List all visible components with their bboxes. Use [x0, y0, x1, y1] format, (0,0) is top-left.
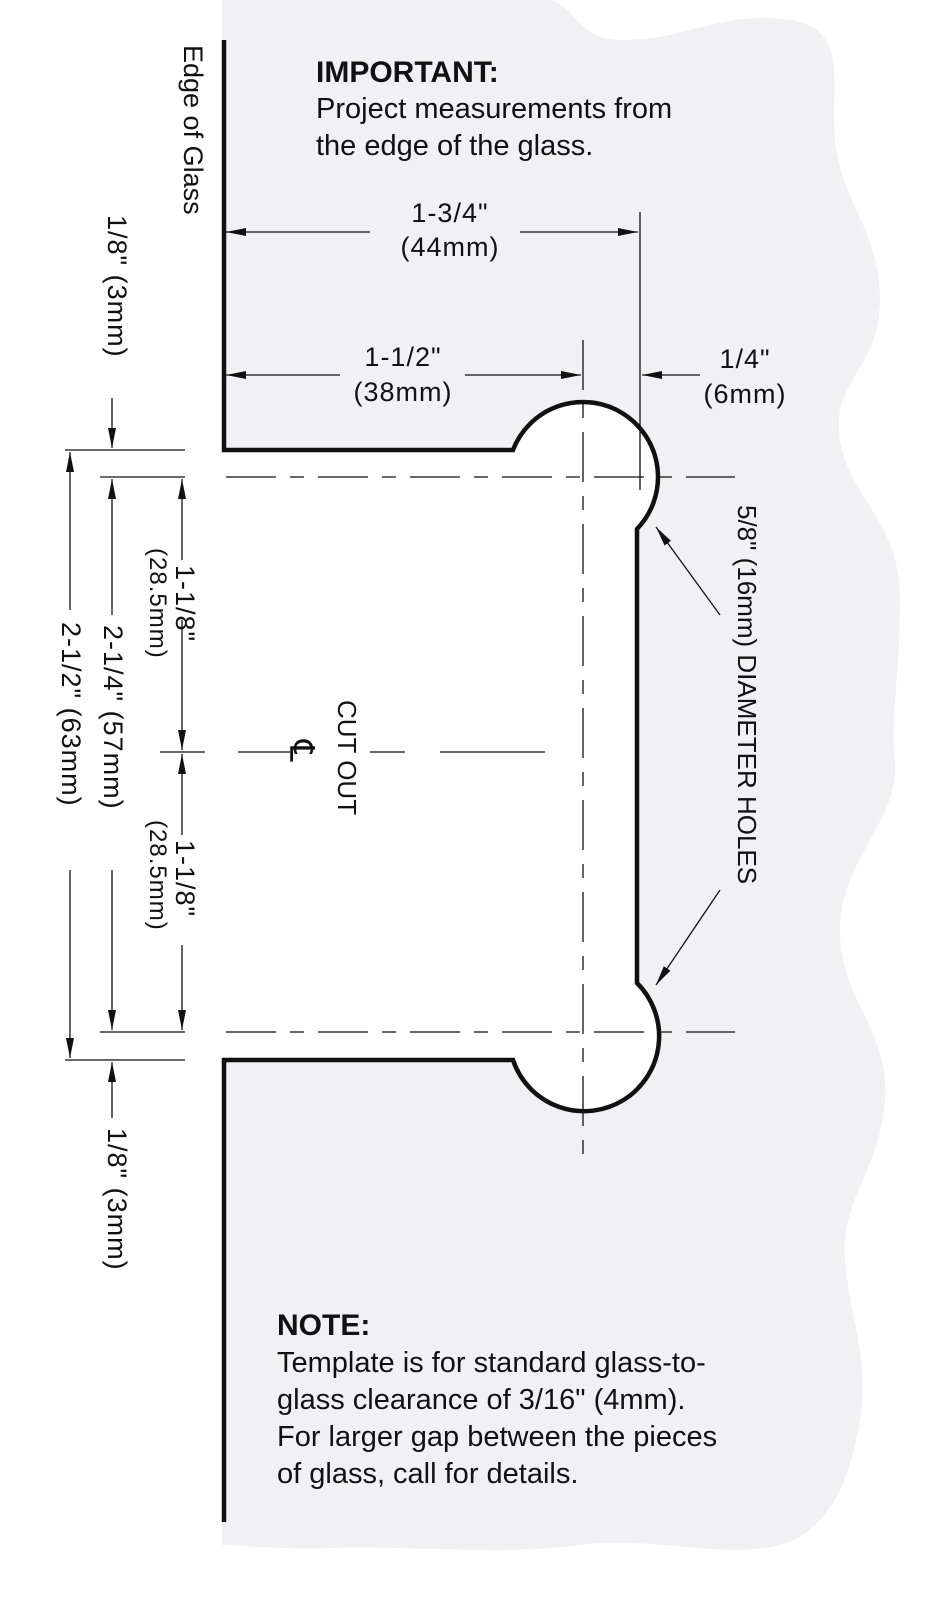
note-line-4: of glass, call for details. [277, 1458, 578, 1490]
leader-bottom-hole [655, 889, 721, 986]
centerline-symbol: ℄ [282, 739, 320, 762]
half-spacing-bottom-metric: (28.5mm) [144, 820, 171, 931]
top-clearance-label: 1/8" (3mm) [102, 215, 132, 358]
leader-top-hole [655, 526, 721, 616]
holes-diameter-label: 5/8" (16mm) DIAMETER HOLES [732, 505, 762, 884]
hole-offset-imperial: 1/4" [719, 344, 770, 374]
hole-center-depth-metric: (38mm) [354, 377, 453, 407]
note-line-3: For larger gap between the pieces [277, 1421, 717, 1453]
overall-depth-metric: (44mm) [401, 232, 500, 262]
note-line-2: glass clearance of 3/16" (4mm). [277, 1384, 685, 1416]
note-heading: NOTE: [277, 1309, 370, 1342]
cutout-area [222, 401, 660, 1112]
note-line-1: Template is for standard glass-to- [277, 1347, 706, 1379]
hole-offset-metric: (6mm) [704, 379, 787, 409]
hole-center-depth-imperial: 1-1/2" [364, 342, 441, 372]
cutout-label: CUT OUT [332, 700, 362, 815]
overall-depth-imperial: 1-3/4" [411, 198, 488, 228]
glass-edge-line [221, 40, 662, 1522]
half-spacing-bottom-imperial: 1-1/8" [170, 840, 200, 917]
half-spacing-top-imperial: 1-1/8" [170, 565, 200, 642]
important-line-2: the edge of the glass. [316, 130, 593, 162]
half-spacing-top-metric: (28.5mm) [144, 548, 171, 659]
important-heading: IMPORTANT: [316, 56, 499, 89]
edge-of-glass-label: Edge of Glass [178, 45, 208, 215]
hole-spacing-label: 2-1/4" (57mm) [98, 625, 128, 810]
overall-height-label: 2-1/2" (63mm) [56, 622, 86, 807]
important-line-1: Project measurements from [316, 93, 672, 125]
bottom-clearance-label: 1/8" (3mm) [102, 1128, 132, 1271]
